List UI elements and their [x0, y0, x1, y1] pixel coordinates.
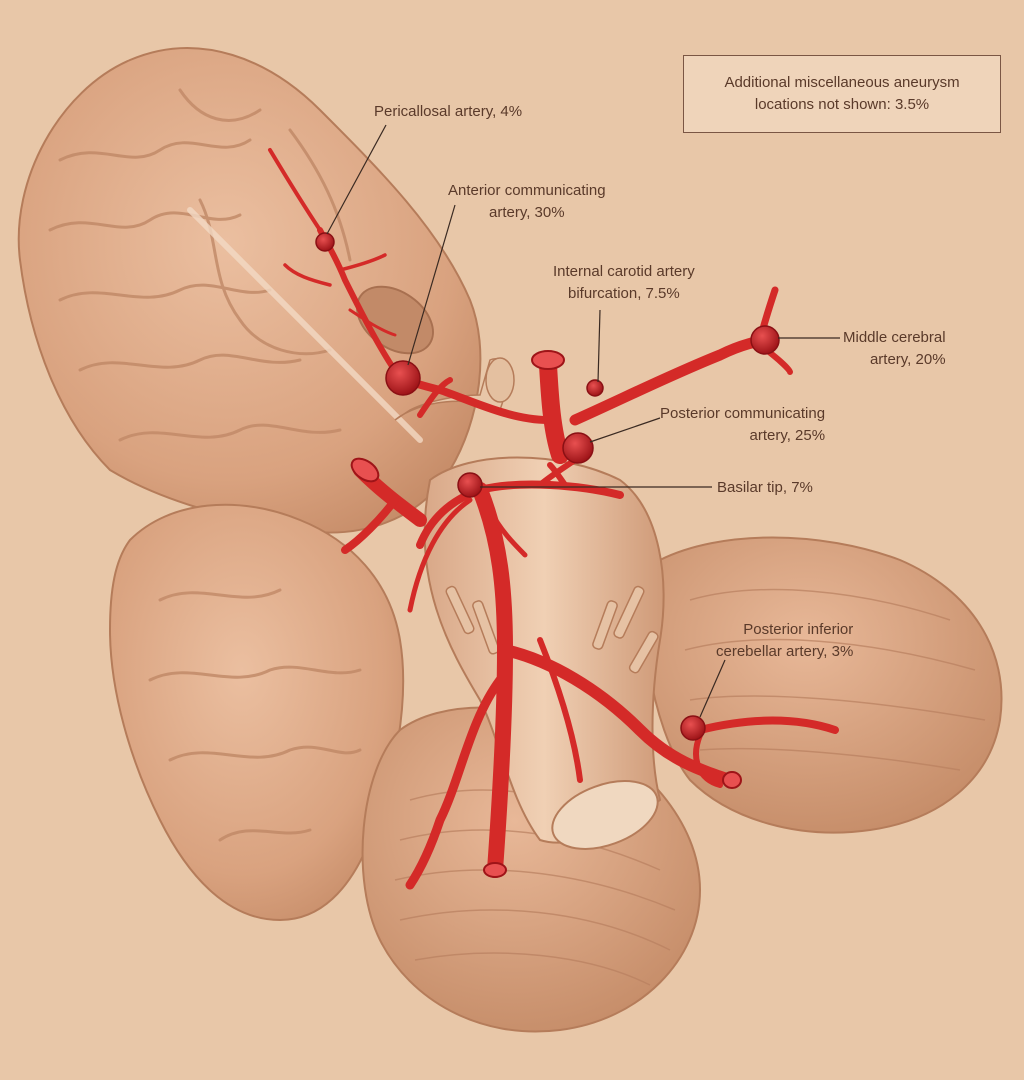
note-box: Additional miscellaneous aneurysm locati… [683, 55, 1001, 133]
vessel-cut-ends [350, 350, 742, 878]
leader-posterior-communicating [589, 417, 661, 443]
label-basilar-tip: Basilar tip, 7% [717, 479, 813, 496]
aneurysm-middle-cerebral [750, 325, 780, 355]
label-posterior-communicating: Posterior communicating artery, 25% [660, 405, 826, 444]
aneurysm-basilar-tip [457, 472, 483, 498]
leader-pica [699, 659, 726, 718]
leader-pericallosal [326, 124, 387, 235]
leader-anterior-communicating [407, 204, 456, 366]
leader-lines [326, 124, 840, 718]
brainstem-cut [551, 780, 659, 850]
cerebellar-folia-right [684, 588, 986, 771]
pituitary-stalk [485, 357, 515, 403]
aneurysm-internal-carotid [586, 379, 604, 397]
label-pica: Posterior inferior cerebellar artery, 3% [716, 621, 854, 660]
temporal-gyri [148, 588, 362, 842]
label-internal-carotid: Internal carotid artery bifurcation, 7.5… [553, 263, 695, 302]
temporal-lobe [108, 503, 405, 922]
label-pericallosal: Pericallosal artery, 4% [374, 103, 523, 120]
aneurysm-pericallosal [315, 232, 335, 252]
aneurysm-posterior-communicating [562, 432, 594, 464]
aneurysm-pica [680, 715, 706, 741]
note-text: Additional miscellaneous aneurysm locati… [724, 74, 960, 113]
cerebellum-right [644, 536, 1003, 834]
arteries [268, 148, 839, 890]
aneurysms [315, 232, 780, 741]
label-middle-cerebral: Middle cerebral artery, 20% [843, 329, 946, 368]
cranial-nerves [445, 585, 659, 674]
leader-internal-carotid [597, 309, 601, 383]
longitudinal-fissure [187, 207, 423, 443]
label-anterior-communicating: Anterior communicating artery, 30% [448, 182, 606, 221]
aneurysm-anterior-communicating [385, 360, 421, 396]
